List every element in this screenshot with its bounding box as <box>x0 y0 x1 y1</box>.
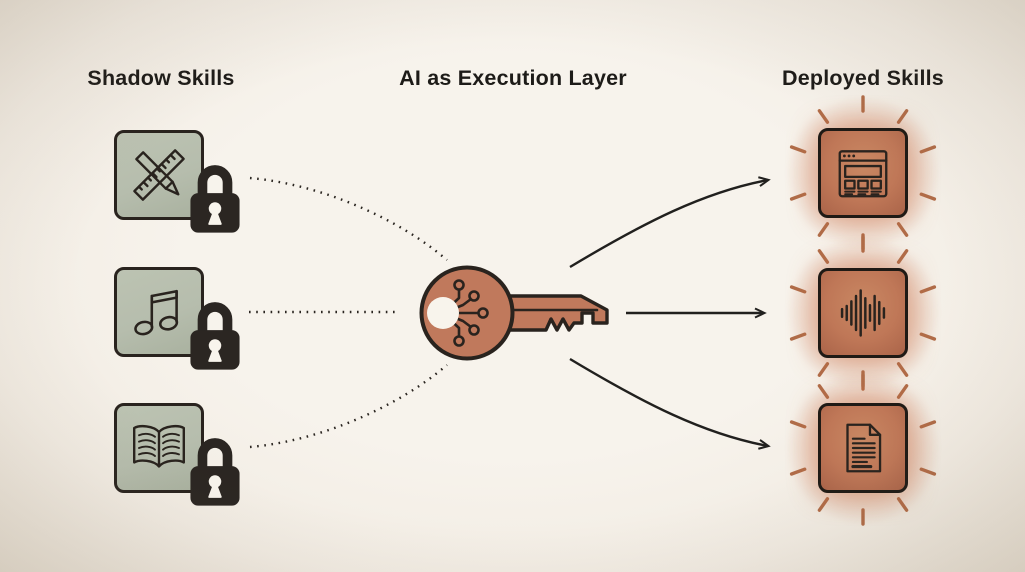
padlock-icon <box>190 302 240 370</box>
ray-burst <box>789 235 937 391</box>
arrow-link-bottom <box>569 357 771 450</box>
ray-burst <box>789 370 937 526</box>
music-note-icon <box>134 289 179 336</box>
deployed-skill-web <box>783 93 943 253</box>
document-icon <box>846 423 882 473</box>
deployed-skills-title: Deployed Skills <box>782 66 944 90</box>
locked-skill-music <box>114 267 240 370</box>
circuit-key-icon <box>419 265 609 361</box>
open-book-icon <box>133 424 185 468</box>
padlock-icon <box>190 438 240 506</box>
deployed-card-audio <box>818 268 908 358</box>
dotted-link-top <box>249 176 448 261</box>
deployed-card-web <box>818 128 908 218</box>
pencil-ruler-icon <box>133 149 185 201</box>
deployed-skill-document <box>783 368 943 528</box>
audio-waveform-icon <box>840 289 886 337</box>
locked-skill-knowledge <box>114 403 240 506</box>
deployed-skill-audio <box>783 233 943 393</box>
padlock-icon <box>190 165 240 233</box>
execution-layer-title: AI as Execution Layer <box>399 66 627 90</box>
browser-window-icon <box>838 150 888 198</box>
deployed-card-document <box>818 403 908 493</box>
ray-burst <box>789 95 937 251</box>
dotted-link-bottom <box>249 364 448 449</box>
locked-skill-design <box>114 130 240 233</box>
arrow-link-top <box>569 176 771 269</box>
shadow-skills-title: Shadow Skills <box>87 66 235 90</box>
